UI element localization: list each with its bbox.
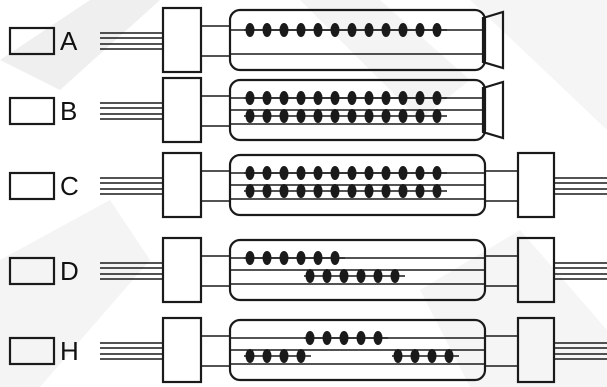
checkbox[interactable] bbox=[8, 26, 56, 56]
option-row: H bbox=[8, 316, 607, 384]
right-connector bbox=[516, 236, 556, 304]
option-row: A bbox=[8, 6, 505, 74]
option-label: C bbox=[60, 171, 79, 201]
glass-tube bbox=[228, 8, 487, 72]
option-label: H bbox=[60, 336, 79, 366]
left-connector bbox=[161, 151, 203, 219]
left-connector bbox=[161, 76, 203, 144]
right-connector bbox=[516, 151, 556, 219]
option-row: B bbox=[8, 76, 505, 144]
option-label: B bbox=[60, 96, 77, 126]
option-label: A bbox=[60, 26, 78, 56]
option-label: D bbox=[60, 256, 79, 286]
checkbox[interactable] bbox=[8, 336, 56, 366]
tube-tip bbox=[481, 10, 505, 70]
option-row: C bbox=[8, 151, 607, 219]
checkbox[interactable] bbox=[8, 171, 56, 201]
left-connector bbox=[161, 316, 203, 384]
left-connector bbox=[161, 6, 203, 74]
option-row: D bbox=[8, 236, 607, 304]
left-connector bbox=[161, 236, 203, 304]
checkbox[interactable] bbox=[8, 96, 56, 126]
checkbox[interactable] bbox=[8, 256, 56, 286]
tube-tip bbox=[481, 80, 505, 140]
right-connector bbox=[516, 316, 556, 384]
